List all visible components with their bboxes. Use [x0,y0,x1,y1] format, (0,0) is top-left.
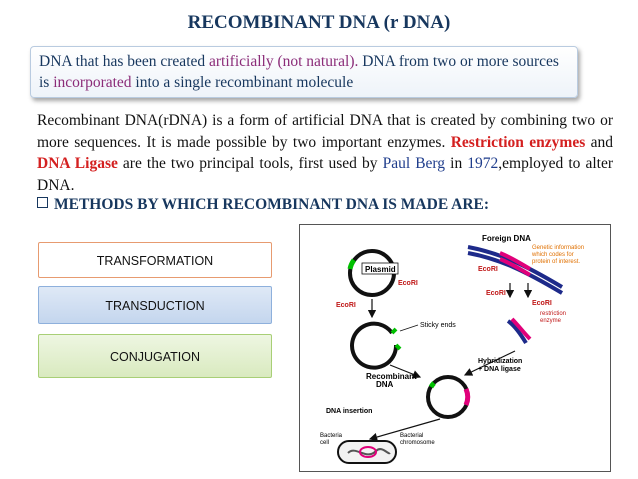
definition-box: DNA that has been created artificially (… [30,46,578,98]
recombinant-label-2: DNA [376,380,394,389]
recombinant-plasmid [426,375,471,419]
paul-berg-name: Paul Berg [382,155,446,172]
restriction-label-1: restriction [540,311,566,317]
paragraph-text-1: Recombinant DNA(rDNA) is a form of artif… [37,112,613,151]
cut-plasmid [350,321,402,370]
hybridization-label-1: Hybridization [478,358,522,365]
year-1972: 1972 [467,155,499,172]
paragraph-text-3: are the two principal tools, first used … [117,155,383,172]
paragraph-text-2: and [585,133,613,151]
bacteria-label-1: Bacteria [320,433,343,439]
genetic-info-line-3: protein of interest. [532,259,580,265]
definition-text-2: DNA from two or more sources is [39,53,559,91]
definition-highlight-artificially: artificially (not natural). [209,53,359,70]
foreign-fragment [506,317,532,345]
recombinant-dna-diagram: Plasmid EcoRI Foreign DNA Genetic inform… [299,224,611,472]
dna-ligase-term: DNA Ligase [37,155,118,172]
chromosome-label-1: Bacterial [400,433,423,439]
paragraph-text-4: in [445,155,468,172]
bacterium-cell [337,440,397,464]
method-transformation: TRANSFORMATION [38,242,272,278]
dna-insertion-label: DNA insertion [326,408,372,415]
recombinant-label-1: Recombinant [366,372,417,381]
definition-text-1: DNA that has been created [39,53,210,70]
definition-highlight-incorporated: incorporated [53,74,132,91]
chromosome-label-2: chromosome [400,440,435,446]
ecori-label-cut: EcoRI [336,302,356,309]
slide-title: RECOMBINANT DNA (r DNA) [187,12,451,33]
method-conjugation: CONJUGATION [38,334,272,378]
definition-text-3: into a single recombinant molecule [131,74,354,91]
plasmid-label-box [361,262,399,275]
sticky-ends-label: Sticky ends [420,322,456,329]
checkbox-bullet-icon [37,197,48,208]
genetic-info-line-1: Genetic information [532,245,584,251]
hybridization-label-2: + DNA ligase [478,366,521,373]
diagram-svg: Plasmid EcoRI Foreign DNA Genetic inform… [320,234,584,464]
ecori-label-enzyme: EcoRI [532,300,552,307]
ecori-label-foreign-2: EcoRI [486,290,506,297]
genetic-info-line-2: which codes for [531,252,574,258]
methods-heading-text: METHODS BY WHICH RECOMBINANT DNA IS MADE… [54,196,490,213]
method-transduction: TRANSDUCTION [38,286,272,324]
ecori-label-foreign-1: EcoRI [478,266,498,273]
ecori-label-plasmid: EcoRI [398,280,418,287]
restriction-enzymes-term: Restriction enzymes [450,133,586,151]
methods-heading: METHODS BY WHICH RECOMBINANT DNA IS MADE… [37,196,489,214]
plasmid-label: Plasmid [365,265,396,274]
description-paragraph: Recombinant DNA(rDNA) is a form of artif… [37,110,613,196]
restriction-label-2: enzyme [540,318,562,324]
foreign-dna-label: Foreign DNA [482,234,531,243]
paragraph-text-5: ,employed to alter DNA. [37,155,613,194]
bacteria-label-2: cell [320,440,329,446]
foreign-dna-strand [467,245,564,295]
